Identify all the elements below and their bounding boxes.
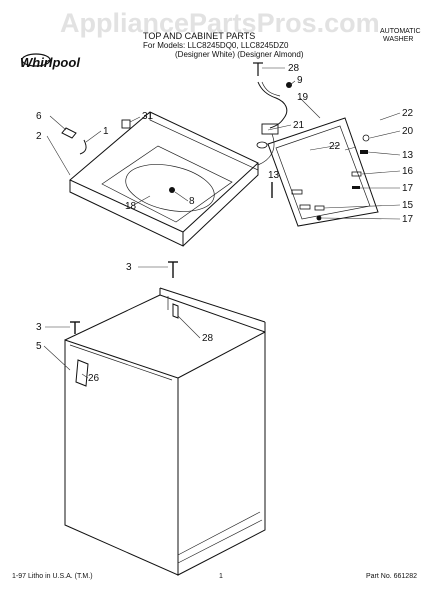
diagram-title: TOP AND CABINET PARTS xyxy=(143,31,255,41)
appliance-type-line1: AUTOMATIC xyxy=(380,28,421,35)
footer-litho: 1-97 Litho in U.S.A. (T.M.) xyxy=(12,573,93,580)
callout-8: 8 xyxy=(189,196,195,207)
callout-6: 6 xyxy=(36,111,42,122)
lid-switch-harness xyxy=(253,62,292,166)
whirlpool-logo: Whirlpool xyxy=(20,53,80,70)
callout-13: 13 xyxy=(402,150,414,161)
callout-26: 26 xyxy=(88,373,100,384)
callout-16: 16 xyxy=(402,166,414,177)
callout-31: 31 xyxy=(142,111,154,122)
callout-17: 17 xyxy=(402,183,414,194)
washer-top xyxy=(69,111,259,247)
leader-lines xyxy=(43,67,401,379)
callout-17b: 17 xyxy=(402,214,414,225)
callout-28b: 28 xyxy=(202,333,214,344)
appliance-type-line2: WASHER xyxy=(383,36,413,43)
callout-9: 9 xyxy=(297,75,303,86)
brand-name: Whirlpool xyxy=(20,55,80,70)
callout-22b: 22 xyxy=(329,141,341,152)
callout-21: 21 xyxy=(293,120,305,131)
callout-22: 22 xyxy=(402,108,414,119)
top-small-parts xyxy=(61,119,370,221)
callout-2: 2 xyxy=(36,131,42,142)
color-line: (Designer White) (Designer Almond) xyxy=(175,50,304,59)
footer-page-number: 1 xyxy=(219,573,223,580)
callout-1: 1 xyxy=(103,126,109,137)
watermark-text: AppliancePartsPros.com xyxy=(60,8,380,38)
callout-3b: 3 xyxy=(36,322,42,333)
callout-18: 18 xyxy=(125,201,137,212)
callout-20: 20 xyxy=(402,126,414,137)
callout-3: 3 xyxy=(126,262,132,273)
models-line: For Models: LLC8245DQ0, LLC8245DZ0 xyxy=(143,41,289,50)
callout-15: 15 xyxy=(402,200,414,211)
callout-28: 28 xyxy=(288,63,300,74)
footer-part-number: Part No. 661282 xyxy=(366,573,417,580)
callout-19: 19 xyxy=(297,92,309,103)
callout-5: 5 xyxy=(36,341,42,352)
callout-numbers: 28 9 19 22 20 22 13 16 17 15 17 13 21 31… xyxy=(36,63,414,384)
washer-cabinet xyxy=(64,261,266,576)
callout-13b: 13 xyxy=(268,170,280,181)
